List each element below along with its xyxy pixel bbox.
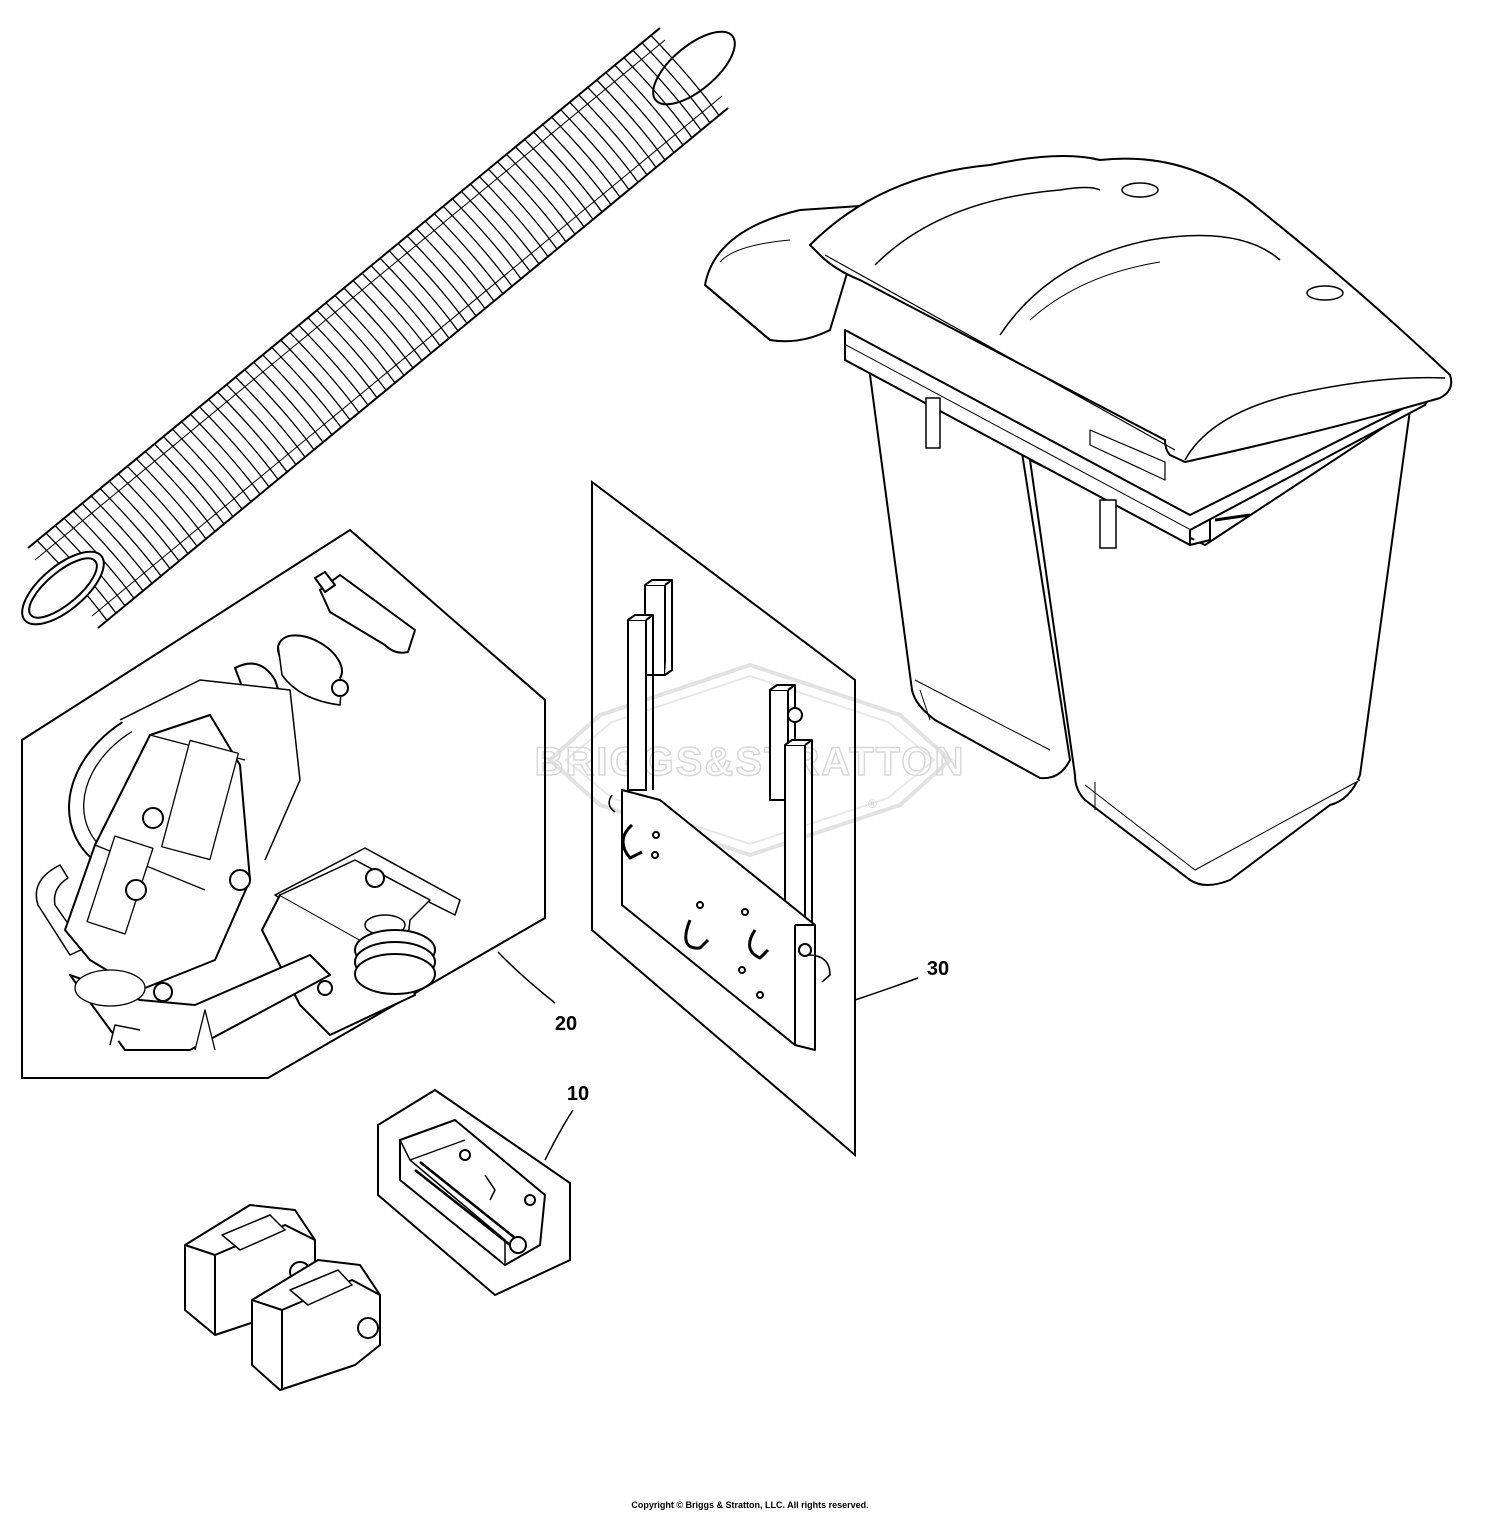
hose-rib xyxy=(280,339,351,421)
hose-rib xyxy=(406,235,477,317)
hose-rib xyxy=(587,86,657,168)
hose-rib xyxy=(370,265,441,347)
hose-rib xyxy=(551,116,621,198)
hose-rib xyxy=(478,176,549,257)
hose-rib xyxy=(650,34,720,116)
hose-rib xyxy=(379,257,450,339)
wheel-weights xyxy=(184,1204,381,1391)
hose-rib xyxy=(235,376,306,458)
hose-rib xyxy=(307,317,378,399)
hose-rib xyxy=(271,346,342,428)
blower-assembly-group: 20 xyxy=(21,528,577,1079)
brand-watermark: BRIGGS&STRATTON ® xyxy=(534,662,966,858)
hose-rib xyxy=(605,72,675,153)
hose-rib xyxy=(117,473,189,555)
hose-rib xyxy=(469,183,540,265)
hitch-bracket-group: 30 xyxy=(591,479,949,1158)
hose-rib xyxy=(533,131,603,213)
hose-rib xyxy=(578,94,648,176)
hose-rib xyxy=(226,384,297,465)
hose-rib xyxy=(298,324,369,406)
hose-rib xyxy=(181,421,252,503)
hose-rib xyxy=(397,242,468,324)
hose-rib xyxy=(325,302,396,384)
hose-rib xyxy=(542,124,612,205)
hose-rib xyxy=(108,480,180,562)
callout-item-30: 30 xyxy=(927,958,949,980)
hose-rib xyxy=(569,101,639,183)
hose-rib xyxy=(596,79,666,161)
hose-rib xyxy=(153,443,225,525)
watermark-text: BRIGGS&STRATTON xyxy=(535,740,966,784)
hose-rib xyxy=(126,465,198,547)
hose-rib xyxy=(560,109,630,191)
hose-rib xyxy=(487,168,558,250)
corrugated-hose xyxy=(21,27,736,629)
hose-ribs xyxy=(36,34,720,621)
hose-rib xyxy=(244,369,315,451)
hose-rib xyxy=(614,64,684,146)
hose-rib xyxy=(451,198,522,280)
hose-rib xyxy=(72,510,144,592)
hose-rib xyxy=(632,49,702,131)
hose-rib xyxy=(144,450,216,532)
hose-rib xyxy=(190,413,261,495)
hose-rib xyxy=(208,398,279,480)
hose-rib xyxy=(171,428,243,510)
hose-rib xyxy=(361,272,432,354)
weight-bracket-group: 10 xyxy=(377,1083,589,1297)
watermark-trademark: ® xyxy=(868,797,877,811)
grass-collector-bins xyxy=(704,155,1453,886)
hose-rib xyxy=(81,502,153,584)
hose-rib xyxy=(262,354,333,436)
hose-rib xyxy=(352,280,423,361)
hose-rib xyxy=(162,436,234,517)
callout-item-10: 10 xyxy=(567,1083,589,1105)
hose-rib xyxy=(99,488,171,569)
hose-rib xyxy=(388,250,459,332)
hose-rib xyxy=(433,213,504,295)
copyright-notice: Copyright © Briggs & Stratton, LLC. All … xyxy=(631,1500,869,1510)
hose-rib xyxy=(515,146,585,228)
hose-rib xyxy=(334,294,405,376)
hose-rib xyxy=(253,361,324,443)
hose-rib xyxy=(135,458,207,540)
hose-rib xyxy=(623,57,693,139)
hose-rib xyxy=(415,228,486,309)
hose-rib xyxy=(424,220,495,302)
hose-rib xyxy=(506,153,576,235)
callout-item-20: 20 xyxy=(555,1013,577,1035)
hose-rib xyxy=(199,406,270,488)
hose-rib xyxy=(460,190,531,272)
hose-rib xyxy=(497,161,567,243)
hose-rib xyxy=(90,495,162,577)
hose-rib xyxy=(289,332,360,413)
hose-rib xyxy=(217,391,288,473)
hose-rib xyxy=(524,138,594,220)
hose-rib xyxy=(641,42,711,124)
hose-rib xyxy=(442,205,513,287)
hose-rib xyxy=(343,287,414,369)
hose-rib xyxy=(316,309,387,391)
